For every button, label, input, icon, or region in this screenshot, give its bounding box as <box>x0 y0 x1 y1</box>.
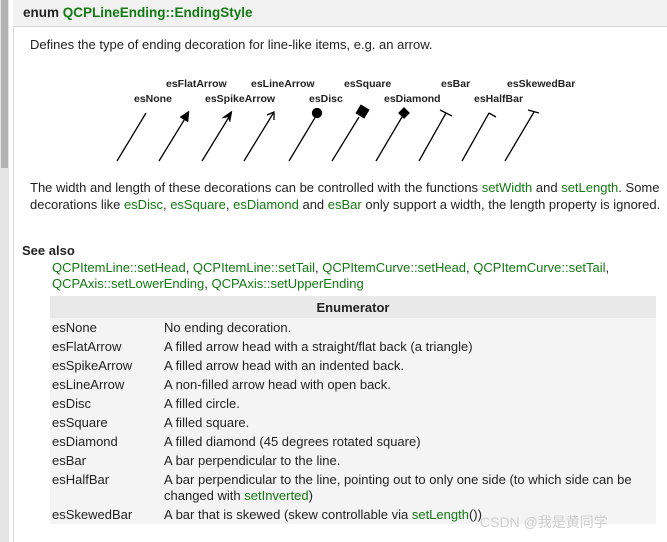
link-esSquare[interactable]: esSquare <box>170 197 226 212</box>
para-text-7: only support a width, the length propert… <box>361 197 661 212</box>
separator: , <box>605 260 610 275</box>
desc-text-after: ()) <box>468 507 482 522</box>
enum-value-name: esLineArrow <box>50 375 160 394</box>
diagram-label-esFlatArrow: esFlatArrow <box>166 78 228 90</box>
para-text-2: and <box>532 180 562 195</box>
watermark: CSDN @我是黄同学 <box>480 514 608 530</box>
enum-value-desc: A bar perpendicular to the line, pointin… <box>160 470 656 505</box>
enum-value-desc: A filled square. <box>160 413 656 432</box>
enum-name-link[interactable]: QCPLineEnding::EndingStyle <box>62 5 253 20</box>
enum-title: enum QCPLineEnding::EndingStyle <box>23 5 253 20</box>
separator: , <box>315 260 323 275</box>
para-text-1: The width and length of these decoration… <box>30 180 482 195</box>
enum-value-desc: A bar that is skewed (skew controllable … <box>160 505 656 524</box>
enum-value-name: esDiamond <box>50 432 160 451</box>
see-also-link[interactable]: QCPAxis::setUpperEnding <box>211 276 364 291</box>
enum-value-name: esBar <box>50 451 160 470</box>
enum-keyword: enum <box>23 5 60 20</box>
enum-value-desc: No ending decoration. <box>160 318 656 337</box>
diagram-label-esSpikeArrow: esSpikeArrow <box>205 93 276 105</box>
desc-text: A bar perpendicular to the line, pointin… <box>164 472 632 503</box>
see-also-link[interactable]: QCPItemLine::setTail <box>192 260 316 275</box>
enum-value-desc: A bar perpendicular to the line. <box>160 451 656 470</box>
ending-disc <box>288 107 323 162</box>
separator: , <box>185 260 193 275</box>
link-esDisc[interactable]: esDisc <box>123 197 163 212</box>
para-text-3: . Some decorations like <box>30 180 660 212</box>
diagram-label-esNone: esNone <box>134 93 172 105</box>
link-esBar[interactable]: esBar <box>327 197 362 212</box>
ending-flat-arrow <box>158 110 190 162</box>
para-text-4: , <box>162 197 171 212</box>
desc-text: A bar that is skewed (skew controllable … <box>164 507 412 522</box>
table-row: esDisc A filled circle. <box>50 394 656 413</box>
link-setLength[interactable]: setLength <box>561 180 619 195</box>
enum-value-name: esSpikeArrow <box>50 356 160 375</box>
enum-header: enum QCPLineEnding::EndingStyle <box>13 0 667 27</box>
table-row: esSpikeArrow A filled arrow head with an… <box>50 356 656 375</box>
diagram-label-esSquare: esSquare <box>344 78 391 90</box>
enumerator-table: Enumerator esNone No ending decoration. … <box>50 296 656 524</box>
enum-value-name: esFlatArrow <box>50 337 160 356</box>
link-setLength[interactable]: setLength <box>411 507 469 522</box>
separator: , <box>466 260 474 275</box>
scrollbar-thumb[interactable] <box>1 0 8 168</box>
see-also-link[interactable]: QCPAxis::setLowerEnding <box>52 276 205 291</box>
link-setWidth[interactable]: setWidth <box>481 180 533 195</box>
table-row: esFlatArrow A filled arrow head with a s… <box>50 337 656 356</box>
see-also-link[interactable]: QCPItemCurve::setHead <box>322 260 467 275</box>
enum-value-desc: A non-filled arrow head with open back. <box>160 375 656 394</box>
enum-value-name: esSkewedBar <box>50 505 160 524</box>
table-row: esHalfBar A bar perpendicular to the lin… <box>50 470 656 505</box>
ending-line-arrow <box>243 111 275 162</box>
enum-value-name: esDisc <box>50 394 160 413</box>
table-row: esBar A bar perpendicular to the line. <box>50 451 656 470</box>
diagram-label-esLineArrow: esLineArrow <box>251 78 315 90</box>
enum-value-name: esSquare <box>50 413 160 432</box>
enum-value-desc: A filled circle. <box>160 394 656 413</box>
ending-square <box>331 104 370 162</box>
ending-half-bar <box>461 112 497 162</box>
enum-value-desc: A filled arrow head with a straight/flat… <box>160 337 656 356</box>
separator: , <box>204 276 212 291</box>
enum-value-desc: A filled arrow head with an indented bac… <box>160 356 656 375</box>
ending-none-line <box>116 112 147 162</box>
diagram-label-esDisc: esDisc <box>309 93 343 105</box>
vertical-scrollbar[interactable] <box>0 0 9 542</box>
enum-doc-content: Defines the type of ending decoration fo… <box>13 27 667 542</box>
enumerator-header: Enumerator <box>50 296 656 318</box>
see-also-title: See also <box>22 243 75 258</box>
ending-diamond <box>375 107 410 162</box>
table-row: esSquare A filled square. <box>50 413 656 432</box>
table-row: esLineArrow A non-filled arrow head with… <box>50 375 656 394</box>
table-row: esDiamond A filled diamond (45 degrees r… <box>50 432 656 451</box>
see-also-link[interactable]: QCPItemCurve::setTail <box>473 260 606 275</box>
ending-spike-arrow <box>201 110 233 162</box>
para-text-6: and <box>298 197 328 212</box>
enum-value-name: esHalfBar <box>50 470 160 505</box>
see-also-links: QCPItemLine::setHead, QCPItemLine::setTa… <box>52 260 662 292</box>
para-text-5: , <box>225 197 234 212</box>
enum-value-name: esNone <box>50 318 160 337</box>
line-endings-diagram: esNone esFlatArrow esSpikeArrow esLineAr… <box>116 78 575 162</box>
enum-value-desc: A filled diamond (45 degrees rotated squ… <box>160 432 656 451</box>
diagram-label-esDiamond: esDiamond <box>384 93 441 105</box>
ending-bar <box>418 109 453 162</box>
table-row: esSkewedBar A bar that is skewed (skew c… <box>50 505 656 524</box>
see-also-link[interactable]: QCPItemLine::setHead <box>52 260 186 275</box>
ending-skewed-bar <box>504 109 540 162</box>
table-row: esNone No ending decoration. <box>50 318 656 337</box>
link-esDiamond[interactable]: esDiamond <box>233 197 299 212</box>
diagram-label-esSkewedBar: esSkewedBar <box>507 78 575 90</box>
link-setInverted[interactable]: setInverted <box>244 488 309 503</box>
decoration-paragraph: The width and length of these decoration… <box>30 179 666 213</box>
diagram-label-esBar: esBar <box>441 78 470 90</box>
desc-text-after: ) <box>308 488 313 503</box>
diagram-label-esHalfBar: esHalfBar <box>474 93 523 105</box>
enum-description: Defines the type of ending decoration fo… <box>30 37 433 52</box>
